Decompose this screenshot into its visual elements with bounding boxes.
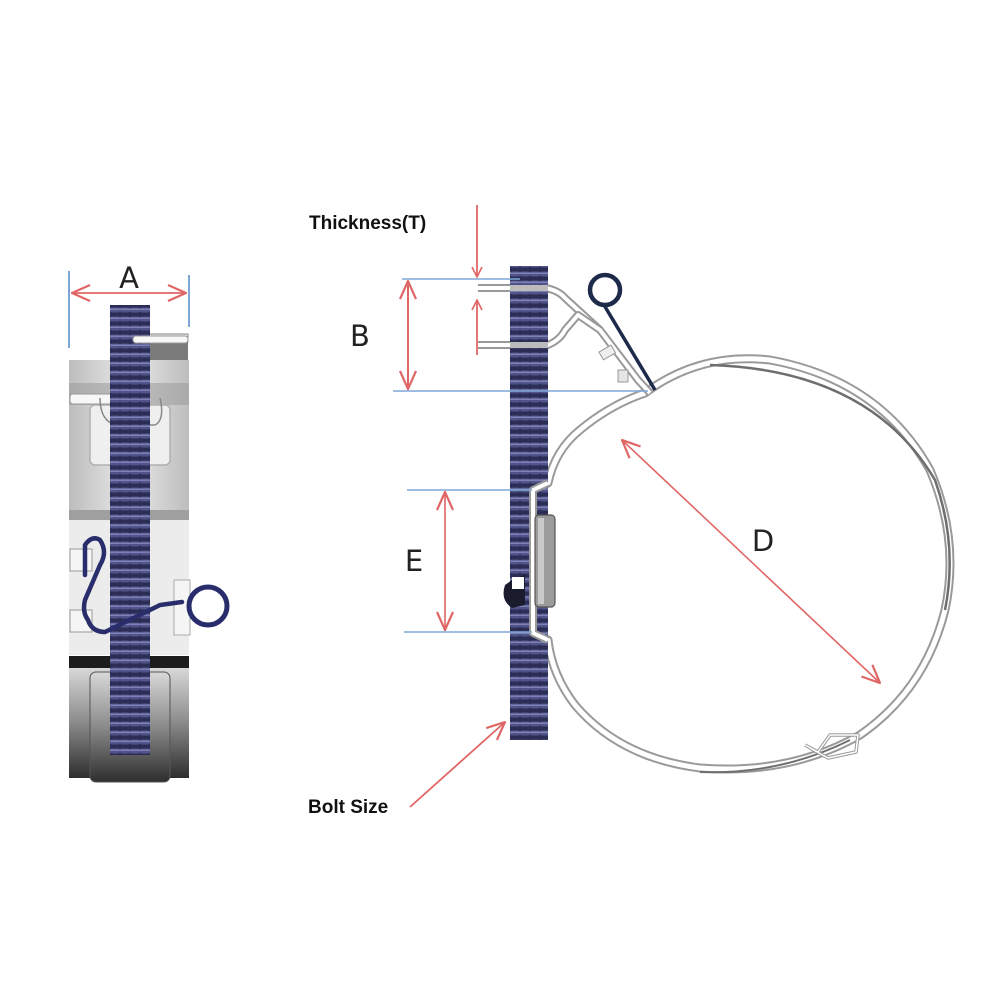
label-thickness: Thickness(T) — [309, 213, 426, 234]
side-safety-wire — [81, 536, 185, 635]
side-view — [68, 271, 230, 783]
front-view — [393, 205, 955, 808]
front-wire-loop — [587, 272, 623, 308]
label-e: E — [405, 544, 423, 578]
label-b: B — [350, 319, 370, 353]
side-bolt — [110, 305, 150, 755]
label-d: D — [752, 524, 774, 558]
side-wire-loop — [186, 584, 230, 628]
front-safety-wire — [602, 304, 657, 391]
label-bolt-size: Bolt Size — [308, 797, 388, 818]
d-dimension-arrow — [622, 440, 880, 683]
bolt-size-leader — [409, 722, 505, 808]
clamp-ring — [528, 354, 955, 774]
label-a: A — [119, 261, 139, 295]
